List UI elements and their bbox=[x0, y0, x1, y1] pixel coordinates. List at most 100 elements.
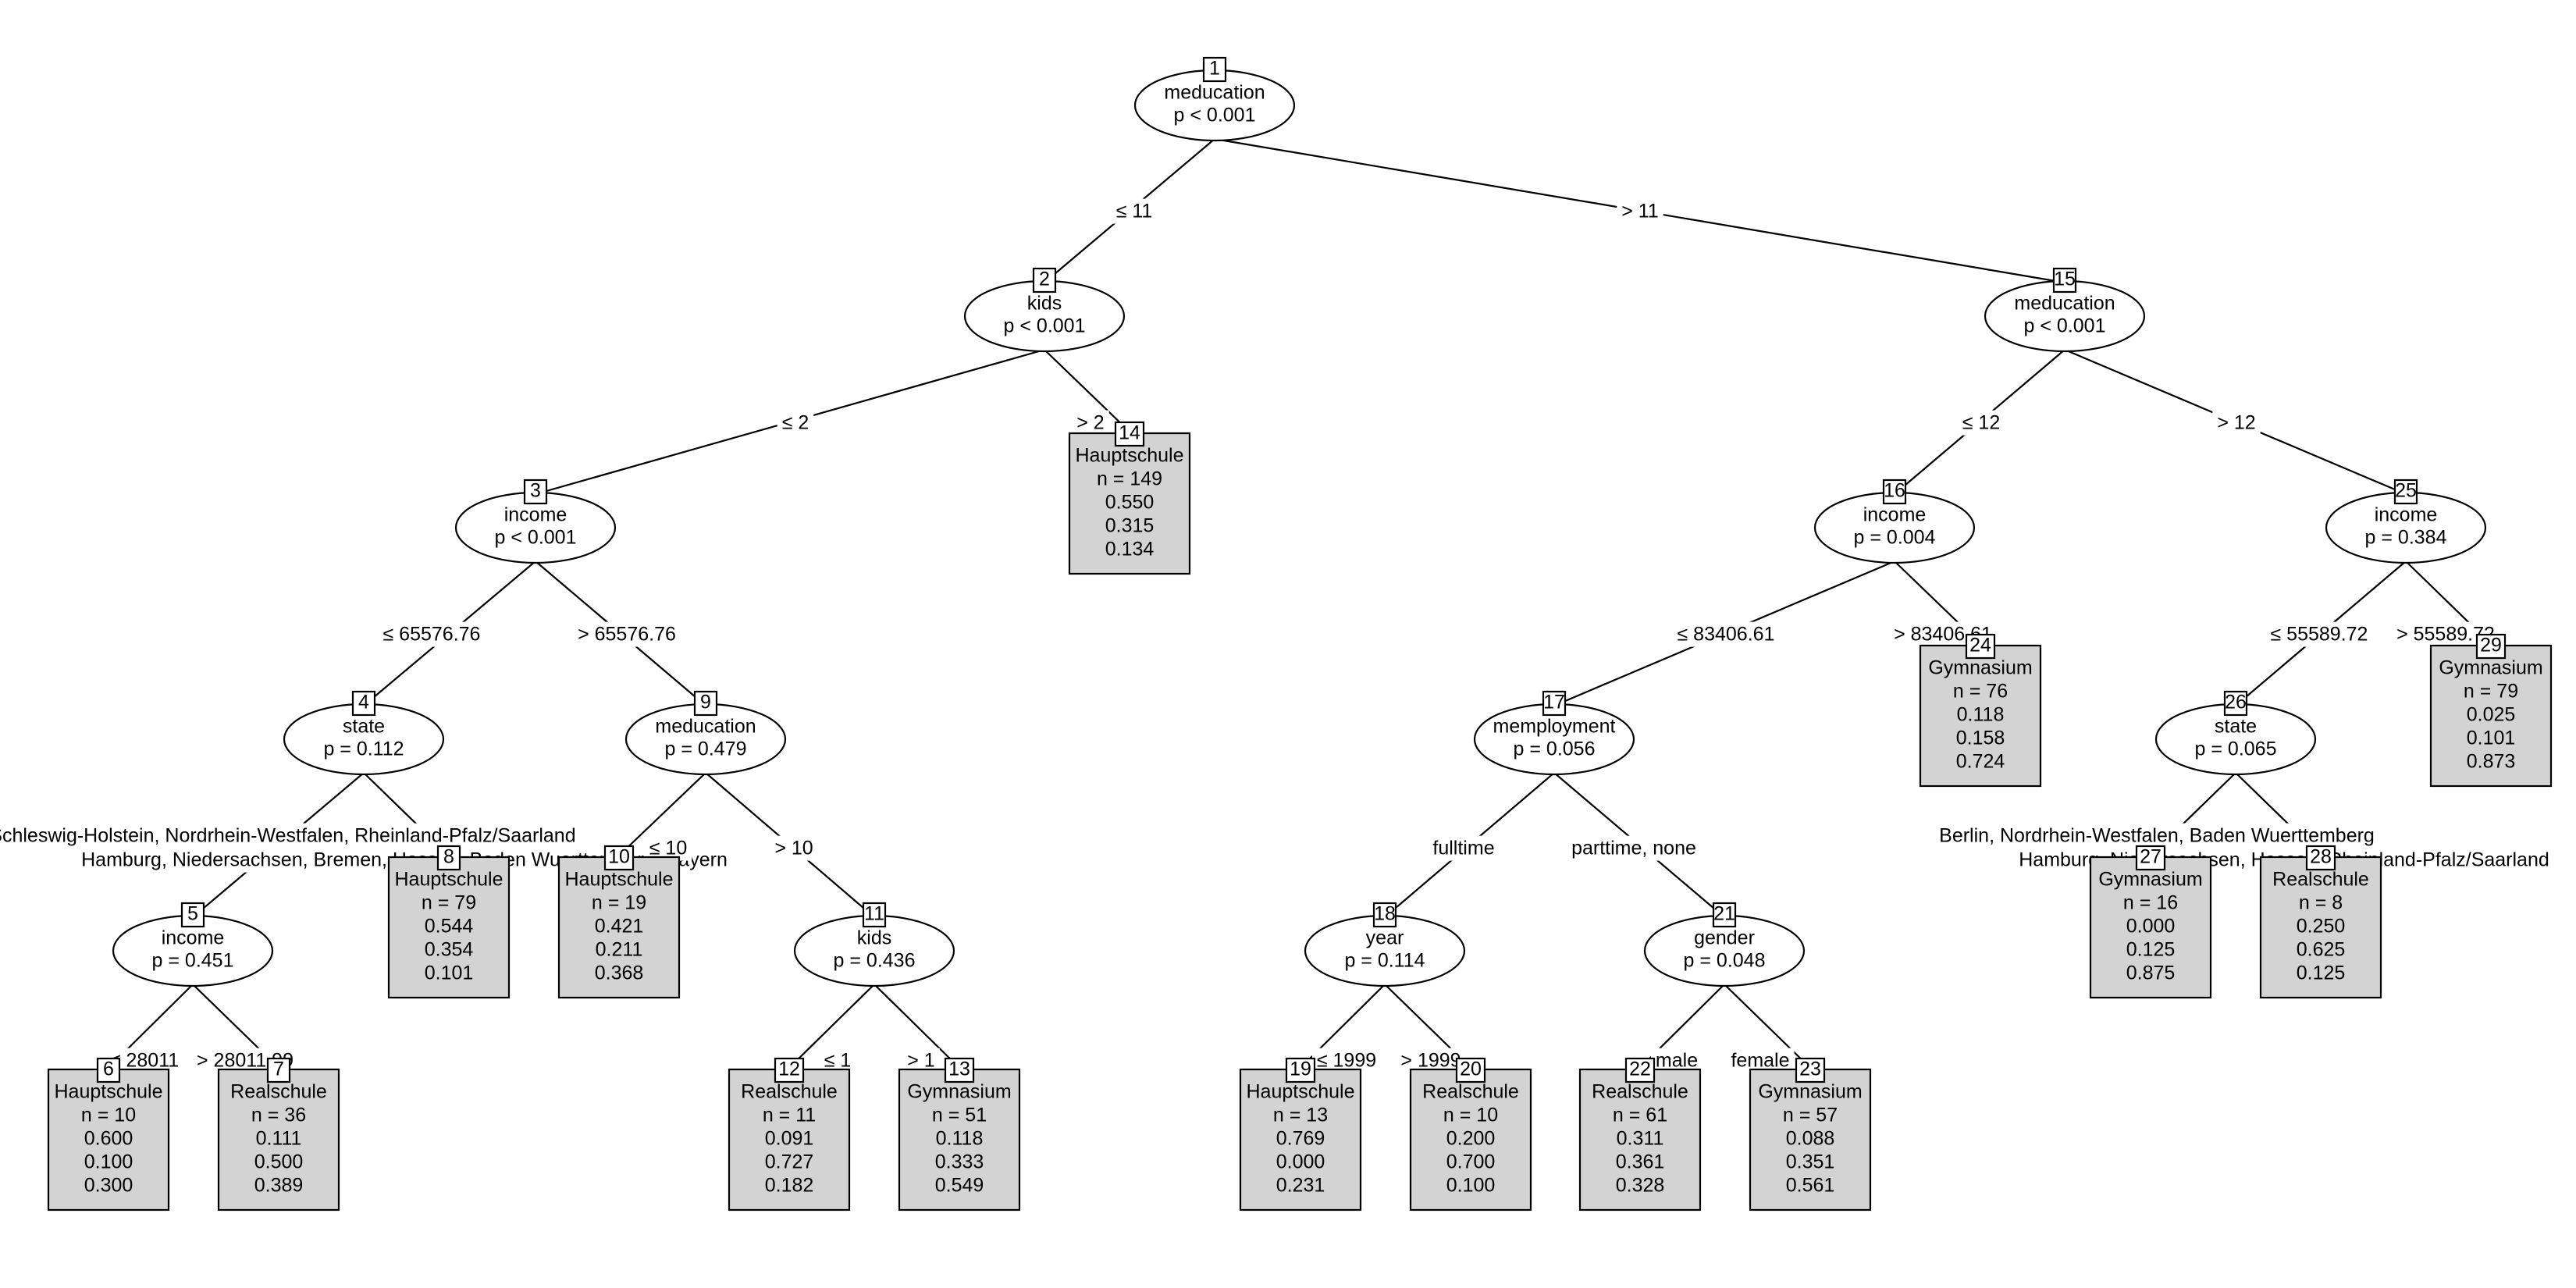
node-id: 12 bbox=[778, 1059, 800, 1080]
terminal-n: n = 57 bbox=[1783, 1105, 1838, 1126]
node-id: 28 bbox=[2310, 846, 2332, 868]
node-id-box bbox=[774, 1057, 805, 1083]
node-id-box bbox=[1712, 902, 1737, 928]
edge-label-17-21: parttime, none bbox=[1567, 835, 1701, 861]
node-id: 24 bbox=[1969, 635, 1991, 656]
edge-line bbox=[788, 984, 875, 1069]
terminal-n: n = 10 bbox=[81, 1105, 136, 1126]
node-id-badge: 29 bbox=[2475, 633, 2507, 660]
terminal-n: n = 36 bbox=[251, 1105, 306, 1126]
edge-label-1-2: ≤ 11 bbox=[1111, 198, 1158, 224]
node-id-badge: 7 bbox=[266, 1057, 291, 1083]
edge-label-bg bbox=[777, 410, 814, 436]
node-variable: state bbox=[343, 716, 385, 738]
node-id: 11 bbox=[864, 903, 884, 925]
terminal-class: Hauptschule bbox=[565, 869, 674, 891]
node-id-badge: 20 bbox=[1455, 1057, 1486, 1083]
terminal-prob: 0.091 bbox=[765, 1128, 814, 1150]
edge-labels-layer: ≤ 11> 11≤ 2> 2≤ 65576.76> 65576.76Hambur… bbox=[0, 198, 2554, 1073]
node-id-box bbox=[523, 479, 548, 505]
terminal-box bbox=[1919, 644, 2042, 788]
edge-label-text: > 11 bbox=[1621, 201, 1659, 222]
node-id: 3 bbox=[530, 480, 541, 502]
node-id-badge: 13 bbox=[944, 1057, 975, 1083]
terminal-prob: 0.354 bbox=[425, 939, 474, 961]
edge-label-bg bbox=[1957, 410, 2005, 436]
terminal-class: Realschule bbox=[741, 1081, 838, 1103]
edge-label-bg bbox=[0, 823, 581, 849]
edge-label-4-8: , Schleswig-Holstein, Nordrhein-Westfale… bbox=[0, 823, 581, 849]
node-id: 8 bbox=[443, 846, 454, 868]
node-id-box bbox=[1965, 633, 1996, 660]
node-variable: income bbox=[162, 927, 225, 949]
node-variable: meducation bbox=[1164, 82, 1265, 104]
terminal-box bbox=[2259, 856, 2382, 999]
terminal-prob: 0.333 bbox=[935, 1151, 984, 1173]
edge-label-text: ≤ 1 bbox=[824, 1050, 852, 1072]
terminal-box bbox=[1068, 432, 1191, 575]
node-p-value: p = 0.112 bbox=[323, 738, 404, 760]
terminal-prob: 0.231 bbox=[1276, 1175, 1325, 1197]
edge-21-23 bbox=[1724, 984, 1811, 1069]
edge-label-bg bbox=[2212, 410, 2261, 436]
node-id-badge: 1 bbox=[1202, 56, 1227, 83]
node-id-box bbox=[351, 690, 376, 717]
node-p-value: p = 0.048 bbox=[1684, 950, 1766, 972]
terminal-class: Realschule bbox=[1422, 1081, 1519, 1103]
node-id: 4 bbox=[358, 692, 369, 713]
terminal-prob: 0.118 bbox=[936, 1128, 984, 1150]
edge-label-25-26: ≤ 55589.72 bbox=[2265, 621, 2373, 647]
edge-label-bg bbox=[2265, 621, 2373, 647]
node-id-box bbox=[1114, 421, 1145, 447]
edge-label-2-14: > 2 bbox=[1072, 410, 1109, 436]
terminal-prob: 0.158 bbox=[1956, 728, 2005, 749]
terminal-n: n = 79 bbox=[2464, 681, 2518, 703]
edge-label-text: ≤ 55589.72 bbox=[2271, 624, 2368, 646]
node-p-value: p = 0.451 bbox=[152, 950, 234, 972]
edge-label-text: ≤ 12 bbox=[1962, 412, 2000, 434]
node-p-value: p = 0.065 bbox=[2195, 738, 2277, 760]
node-id-box bbox=[96, 1057, 121, 1083]
edge-line bbox=[618, 772, 706, 856]
terminal-prob: 0.300 bbox=[84, 1175, 133, 1197]
terminal-prob: 0.368 bbox=[595, 962, 644, 984]
node-variable: meducation bbox=[2014, 293, 2115, 315]
node-variable: state bbox=[2215, 716, 2257, 738]
edge-label-text: ≤ 2 bbox=[782, 412, 809, 434]
node-id: 5 bbox=[187, 903, 198, 925]
terminal-prob: 0.100 bbox=[84, 1151, 133, 1173]
edge-label-3-9: > 65576.76 bbox=[573, 621, 681, 647]
terminal-prob: 0.361 bbox=[1616, 1151, 1665, 1173]
edge-label-text: ≤ 1999 bbox=[1317, 1050, 1376, 1072]
edge-label-text: > 1999 bbox=[1400, 1050, 1461, 1072]
terminal-prob: 0.311 bbox=[1617, 1128, 1664, 1150]
node-id: 10 bbox=[608, 846, 630, 868]
terminal-class: Gymnasium bbox=[907, 1081, 1011, 1103]
node-id: 9 bbox=[700, 692, 711, 713]
terminal-n: n = 61 bbox=[1613, 1105, 1667, 1126]
terminal-prob: 0.250 bbox=[2297, 916, 2346, 938]
edge-label-16-17: ≤ 83406.61 bbox=[1672, 621, 1780, 647]
terminal-prob: 0.544 bbox=[425, 916, 474, 938]
terminal-class: Hauptschule bbox=[1247, 1081, 1355, 1103]
terminal-prob: 0.111 bbox=[256, 1128, 302, 1150]
node-variable: year bbox=[1366, 927, 1404, 949]
edge-label-3-4: ≤ 65576.76 bbox=[378, 621, 486, 647]
edge-label-bg bbox=[1672, 621, 1780, 647]
edge-label-bg bbox=[1617, 198, 1663, 224]
node-variable: kids bbox=[1027, 293, 1062, 315]
node-id-badge: 6 bbox=[96, 1057, 121, 1083]
node-id-badge: 12 bbox=[774, 1057, 805, 1083]
terminal-prob: 0.088 bbox=[1786, 1128, 1835, 1150]
edge-label-26-27: Berlin, Nordrhein-Westfalen, Baden Wuert… bbox=[1934, 823, 2379, 849]
edge-label-text: ≤ 10 bbox=[649, 838, 687, 859]
